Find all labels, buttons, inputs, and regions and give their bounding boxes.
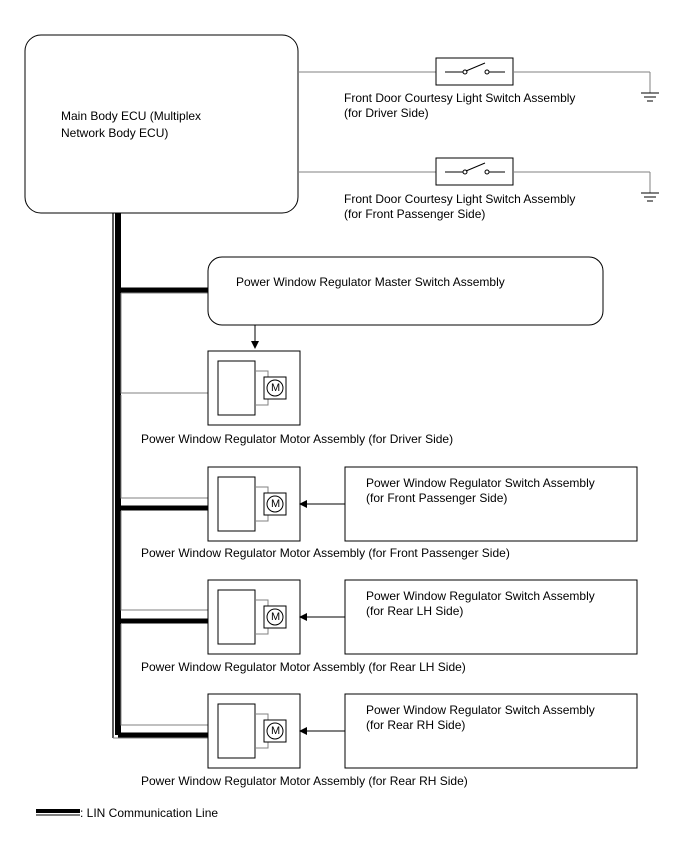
- switch-label-front-passenger-line1: Power Window Regulator Switch Assembly: [366, 476, 595, 490]
- switch-label-rear-lh-line1: Power Window Regulator Switch Assembly: [366, 589, 595, 603]
- lin-bus-trunk: [112, 213, 121, 738]
- motor-label-driver: Power Window Regulator Motor Assembly (f…: [141, 432, 454, 446]
- master-switch-box: [207, 256, 604, 326]
- motor-m-symbol: M: [271, 382, 281, 394]
- motor-assembly-front-passenger: [207, 466, 301, 542]
- motor-m-symbol: M: [271, 611, 281, 623]
- legend-label: : LIN Communication Line: [80, 806, 219, 820]
- master-switch-label: Power Window Regulator Master Switch Ass…: [236, 275, 505, 289]
- motor-icon: [266, 495, 284, 513]
- courtesy-switch-2-circuit: [298, 157, 659, 202]
- ground-icon-2: [641, 192, 659, 202]
- ecu-box: [24, 34, 299, 214]
- courtesy-switch-1-label-line1: Front Door Courtesy Light Switch Assembl…: [344, 91, 576, 105]
- courtesy-switch-1-label-line2: (for Driver Side): [344, 106, 429, 120]
- ecu-label-line2: Network Body ECU): [61, 126, 169, 140]
- motor-assembly-rear-lh: [207, 579, 301, 655]
- switch-box-rear-rh: [344, 693, 638, 769]
- switch-label-rear-rh-line1: Power Window Regulator Switch Assembly: [366, 703, 595, 717]
- courtesy-switch-1-circuit: [298, 57, 659, 102]
- ground-icon-1: [641, 92, 659, 102]
- switch-label-front-passenger-line2: (for Front Passenger Side): [366, 491, 508, 505]
- thin-branches: [113, 292, 208, 739]
- motor-label-rear-rh: Power Window Regulator Motor Assembly (f…: [141, 774, 468, 788]
- ecu-label-line1: Main Body ECU (Multiplex: [61, 109, 202, 123]
- switch-label-rear-rh-line2: (for Rear RH Side): [366, 718, 466, 732]
- motor-icon: [266, 608, 284, 626]
- motor-assembly-driver: [207, 350, 301, 426]
- motor-label-rear-lh: Power Window Regulator Motor Assembly (f…: [141, 660, 466, 674]
- switch-box-rear-lh: [344, 579, 638, 655]
- motor-icon: [266, 722, 284, 740]
- switch-box-front-passenger: [344, 466, 638, 542]
- motor-m-symbol: M: [271, 498, 281, 510]
- switch-label-rear-lh-line2: (for Rear LH Side): [366, 604, 464, 618]
- motor-icon: [266, 379, 284, 397]
- motor-assembly-rear-rh: [207, 693, 301, 769]
- legend-line-icon: [36, 809, 80, 816]
- courtesy-switch-2-label-line2: (for Front Passenger Side): [344, 207, 486, 221]
- motor-label-front-passenger: Power Window Regulator Motor Assembly (f…: [141, 546, 510, 560]
- lin-bus-branches: [118, 287, 208, 738]
- courtesy-switch-2-label-line1: Front Door Courtesy Light Switch Assembl…: [344, 192, 576, 206]
- motor-m-symbol: M: [271, 725, 281, 737]
